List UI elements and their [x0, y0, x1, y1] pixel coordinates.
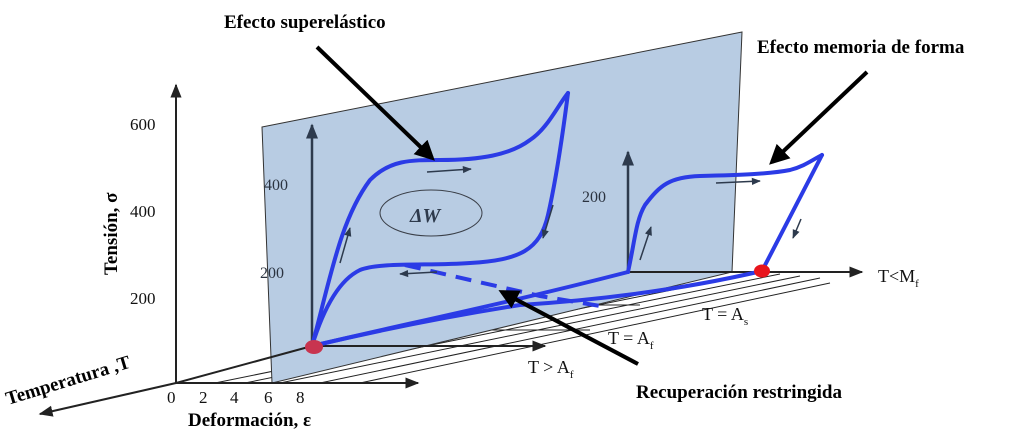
- plane-tick-200: 200: [260, 265, 284, 282]
- sme-direction-arrow-right: [715, 177, 761, 185]
- strain-tick-0: 0: [167, 388, 176, 407]
- origin-marker: [305, 340, 323, 354]
- direction-arrow-down: [541, 204, 554, 239]
- temp-label-t-lt-mf: T<Mf: [878, 266, 919, 290]
- callout-shape-memory: Efecto memoria de forma: [757, 37, 965, 58]
- callout-shape-memory-arrow: [769, 70, 869, 165]
- temperature-axis-back: [175, 345, 313, 384]
- sme-direction-arrow-down: [792, 218, 802, 239]
- hysteresis-area-ellipse: [379, 189, 483, 237]
- shape-memory-unloading-curve: [760, 153, 824, 273]
- sme-plane-tick-200: 200: [582, 189, 606, 206]
- direction-arrow-left: [399, 269, 438, 278]
- strain-axis-title: Deformación, ε: [188, 410, 311, 431]
- strain-tick-4: 4: [230, 388, 239, 407]
- end-marker: [754, 264, 770, 278]
- callout-restricted-recovery: Recuperación restringida: [636, 382, 842, 403]
- hysteresis-area-label: ΔW: [409, 205, 442, 227]
- temperature-axis: [38, 382, 177, 417]
- stress-tick-400: 400: [130, 202, 156, 221]
- floor-line: [359, 282, 831, 384]
- shape-memory-loading-curve: [626, 153, 824, 274]
- temp-label-t-eq-af: T = Af: [608, 328, 654, 352]
- direction-arrow-up: [339, 227, 352, 264]
- stress-tick-200: 200: [130, 289, 156, 308]
- callout-superelastic: Efecto superelástico: [224, 12, 386, 33]
- strain-tick-8: 8: [296, 388, 305, 407]
- stress-tick-600: 600: [130, 115, 156, 134]
- temp-label-t-gt-af: T > Af: [528, 357, 574, 381]
- superelastic-unloading-curve: [310, 91, 570, 348]
- plane-tick-400: 400: [264, 177, 288, 194]
- temp-label-t-eq-as: T = As: [702, 304, 748, 328]
- callout-superelastic-arrow: [315, 45, 435, 161]
- strain-tick-2: 2: [199, 388, 208, 407]
- direction-arrow-right: [426, 165, 472, 174]
- callout-restricted-recovery-arrow: [498, 290, 639, 366]
- stress-axis-title: Tensión, σ: [101, 192, 122, 275]
- sme-direction-arrow-up: [639, 226, 652, 261]
- temperature-axis-title: Temperatura ,T: [3, 352, 133, 410]
- strain-tick-6: 6: [264, 388, 273, 407]
